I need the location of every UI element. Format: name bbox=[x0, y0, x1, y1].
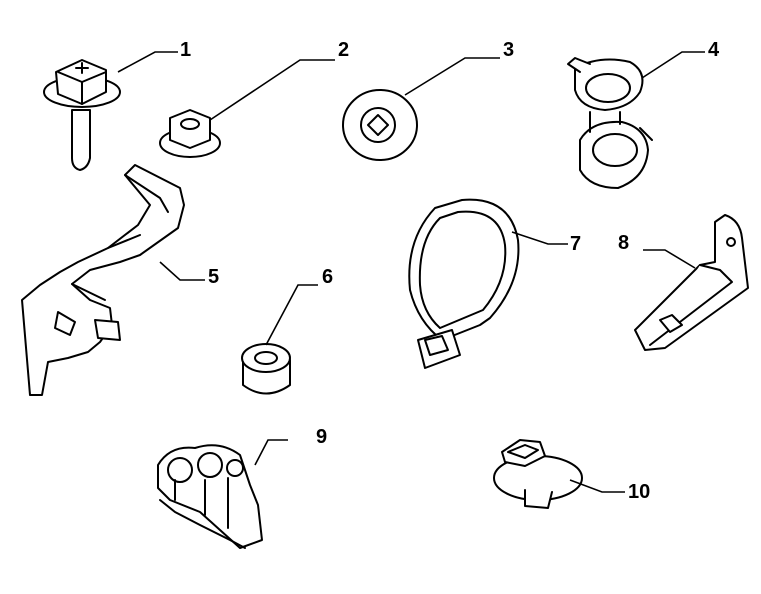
callout-8: 8 bbox=[618, 232, 629, 254]
leader-10 bbox=[569, 479, 625, 493]
part-2-nut bbox=[159, 109, 221, 158]
part-1-bolt bbox=[43, 59, 121, 171]
callout-3: 3 bbox=[503, 39, 514, 61]
part-5-bracket bbox=[21, 164, 185, 396]
leader-6 bbox=[265, 284, 318, 346]
callout-2: 2 bbox=[338, 39, 349, 61]
callout-7: 7 bbox=[570, 233, 581, 255]
callout-1: 1 bbox=[180, 39, 191, 61]
part-8-bracket bbox=[634, 214, 749, 351]
callout-10: 10 bbox=[628, 481, 650, 503]
leader-8 bbox=[643, 249, 696, 269]
leader-3 bbox=[404, 57, 500, 96]
leader-1 bbox=[117, 51, 178, 73]
part-4-clamp bbox=[567, 57, 653, 189]
part-7-strap bbox=[408, 198, 520, 369]
leader-4 bbox=[641, 51, 705, 79]
part-9-clip bbox=[157, 444, 263, 549]
callout-9: 9 bbox=[316, 426, 327, 448]
part-10-rivet bbox=[493, 439, 583, 509]
leader-5 bbox=[159, 261, 205, 281]
callout-5: 5 bbox=[208, 266, 219, 288]
part-6-spacer bbox=[241, 343, 291, 395]
part-3-washer bbox=[342, 89, 418, 161]
callout-6: 6 bbox=[322, 266, 333, 288]
callout-4: 4 bbox=[708, 39, 720, 61]
leader-9 bbox=[254, 439, 288, 466]
leader-2 bbox=[209, 59, 335, 121]
leader-7 bbox=[511, 231, 568, 245]
